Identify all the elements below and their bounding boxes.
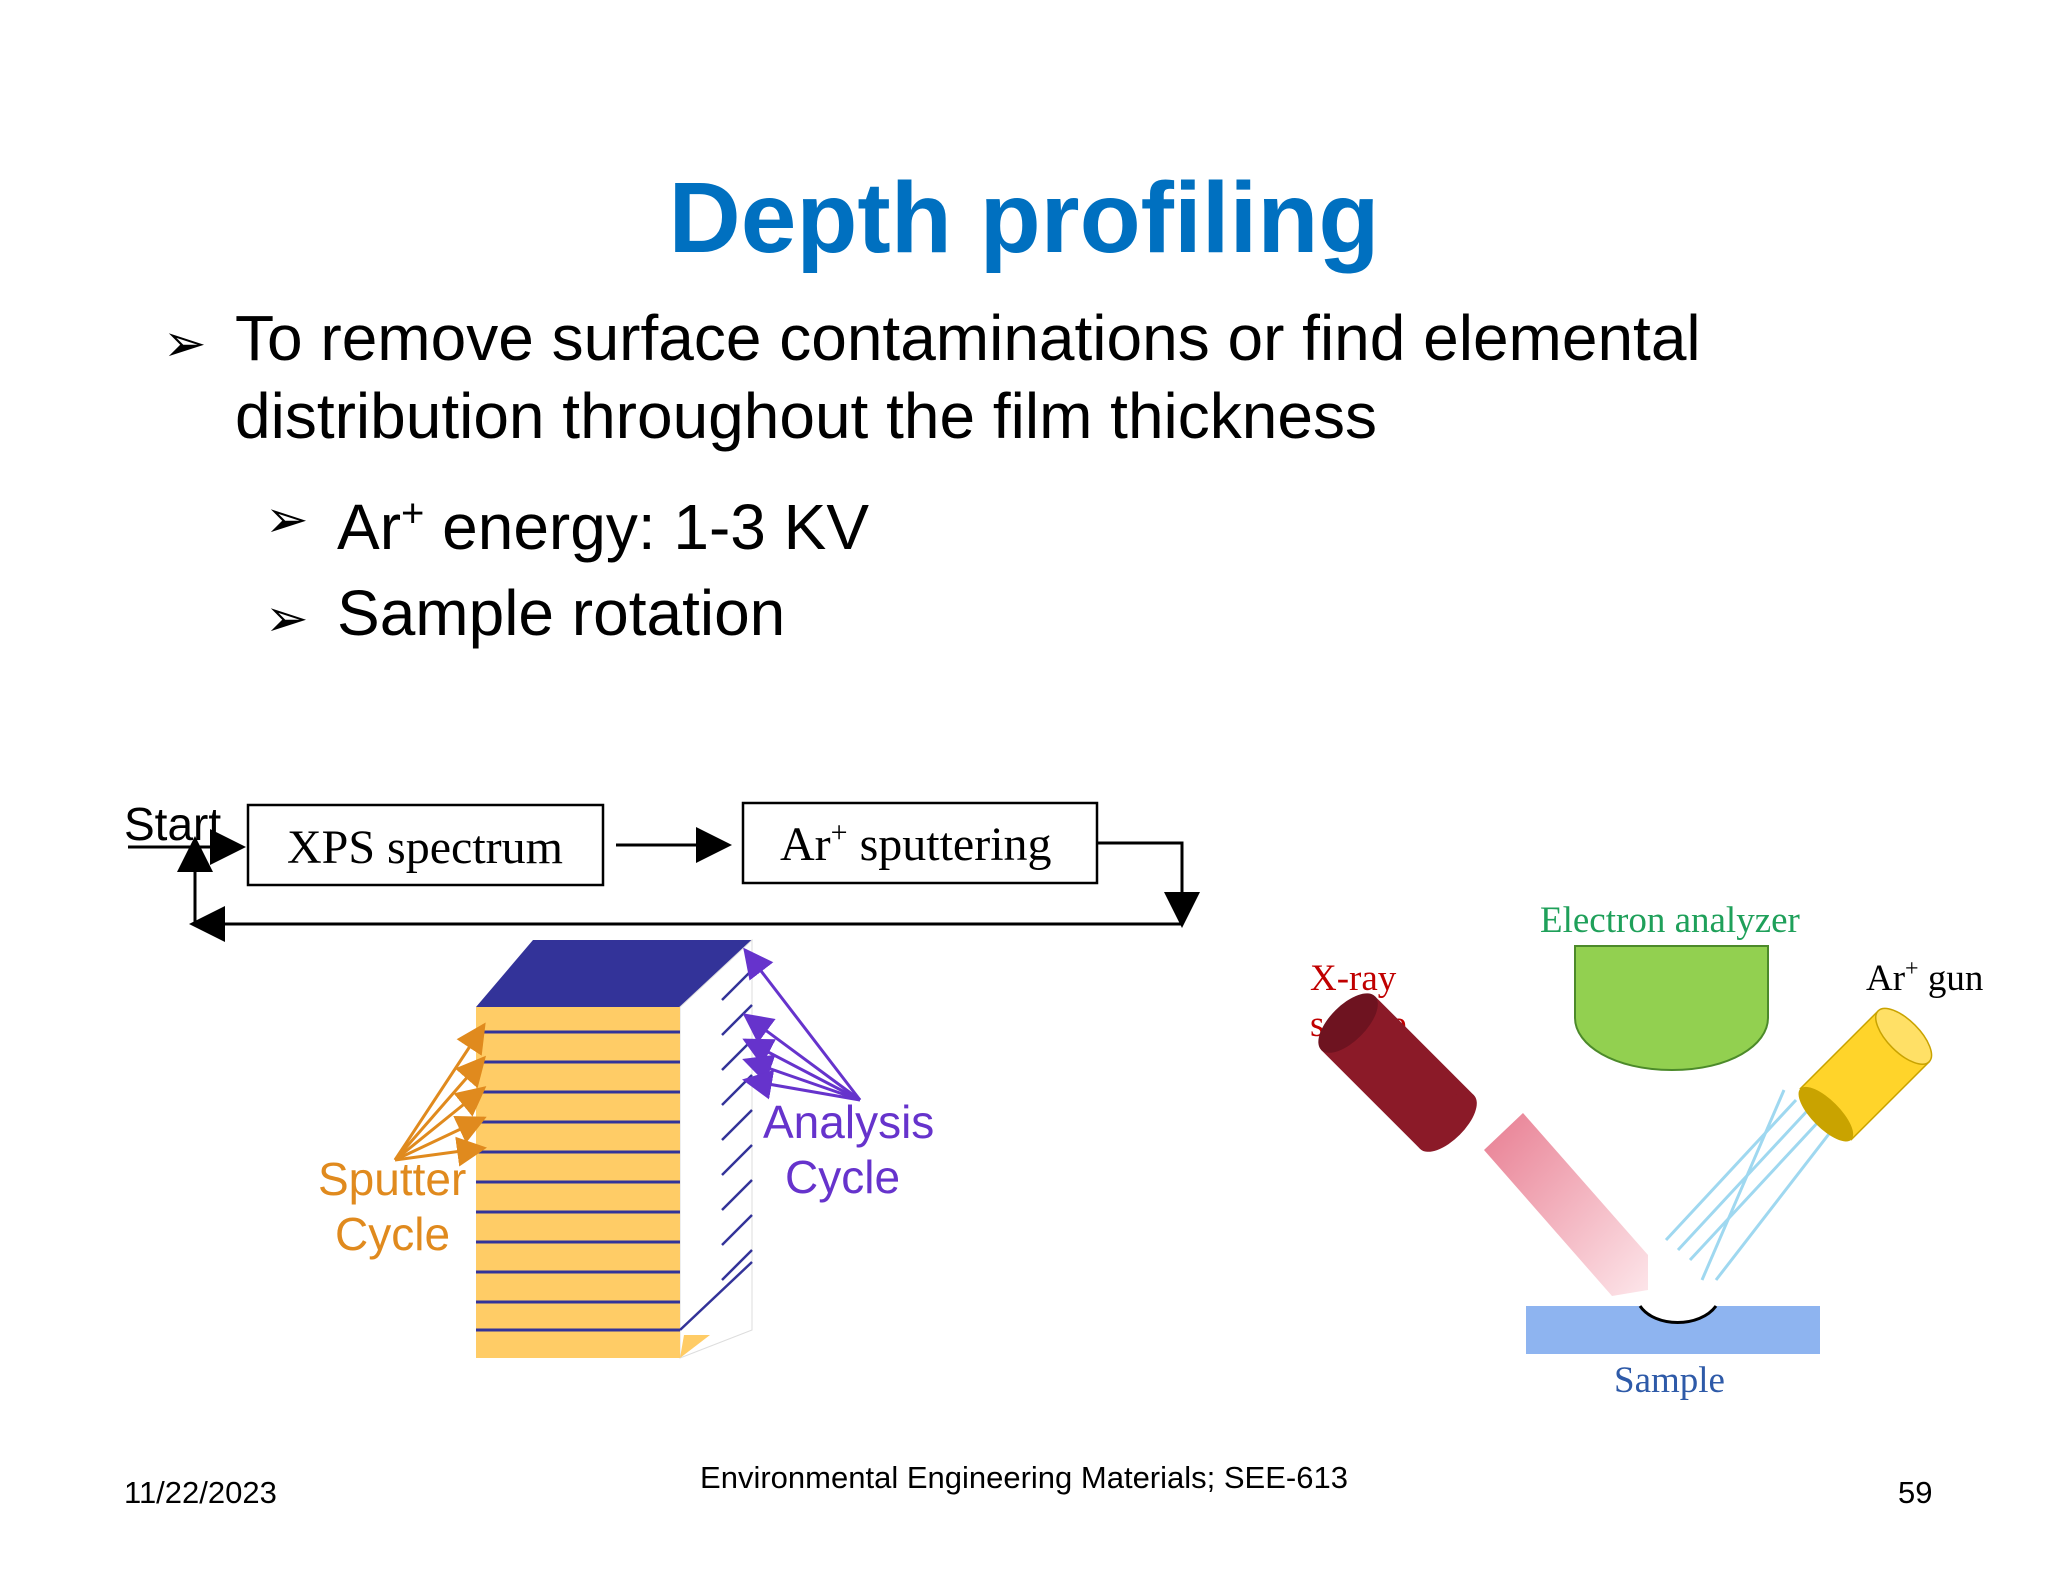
start-label: Start <box>124 798 221 850</box>
bullet-arrow-icon: ➢ <box>265 590 309 648</box>
bullet-2: ➢ Ar+ energy: 1-3 KV <box>265 475 869 566</box>
layer-stack: Sputter Cycle Analysis Cycle <box>318 938 934 1359</box>
loop-arrow-down <box>1098 841 1200 928</box>
analysis-label-line2: Cycle <box>785 1151 900 1203</box>
bullet-3-text: Sample rotation <box>337 577 786 649</box>
xps-spectrum-label: XPS spectrum <box>287 821 563 874</box>
bullet-arrow-icon: ➢ <box>163 315 207 373</box>
xray-label-line1: X-ray <box>1310 958 1397 999</box>
bullet-arrow-icon: ➢ <box>265 491 309 549</box>
footer-course: Environmental Engineering Materials; SEE… <box>700 1460 1348 1495</box>
bullet-2-prefix: Ar <box>337 491 401 564</box>
ar-sputtering-prefix: Ar <box>780 818 831 871</box>
bullet-3: ➢ Sample rotation <box>265 574 785 652</box>
footer-page-number: 59 <box>1898 1475 1933 1510</box>
instrument-diagram: Electron analyzer X-ray source Ar+ gun <box>1310 900 1983 1401</box>
xray-beam <box>1484 1113 1648 1296</box>
ar-sputtering-suffix: sputtering <box>848 818 1052 871</box>
stack-layer-lines <box>476 1030 680 1332</box>
ar-ion-beam <box>1664 1089 1834 1281</box>
bullet-1: ➢ To remove surface contaminations or fi… <box>163 299 1903 455</box>
stack-top <box>476 940 752 1007</box>
svg-text:Ar+ sputtering: Ar+ sputtering <box>780 816 1052 871</box>
sample-crater <box>1638 1305 1718 1324</box>
analysis-label-line1: Analysis <box>763 1096 934 1148</box>
svg-text:Ar+ gun: Ar+ gun <box>1866 956 1983 999</box>
ar-gun-icon <box>1798 1007 1933 1142</box>
sputter-label-line2: Cycle <box>335 1208 450 1260</box>
ar-sputtering-superscript: + <box>831 816 848 849</box>
xray-source-icon <box>1318 993 1477 1152</box>
sputter-label-line1: Sputter <box>318 1153 466 1205</box>
slide-title: Depth profiling <box>668 162 1380 274</box>
sample-label: Sample <box>1614 1360 1725 1401</box>
electron-analyzer-shape <box>1574 945 1769 1072</box>
bullet-2-text: energy: 1-3 KV <box>424 491 870 564</box>
electron-analyzer-label: Electron analyzer <box>1540 900 1800 941</box>
ar-gun-suffix: gun <box>1919 958 1984 999</box>
bullet-2-superscript: + <box>401 492 425 536</box>
xps-spectrum-box <box>246 803 605 887</box>
ar-gun-superscript: + <box>1905 956 1919 982</box>
ar-sputtering-box <box>741 801 1099 885</box>
bullet-1-text: To remove surface contaminations or find… <box>235 302 1701 452</box>
footer-date: 11/22/2023 <box>124 1475 277 1510</box>
flow-diagram: Start XPS spectrum Ar+ sputtering <box>124 798 1200 942</box>
analysis-arrows <box>742 947 862 1102</box>
sputter-arrows <box>393 1022 487 1167</box>
ar-gun-prefix: Ar <box>1866 958 1905 999</box>
